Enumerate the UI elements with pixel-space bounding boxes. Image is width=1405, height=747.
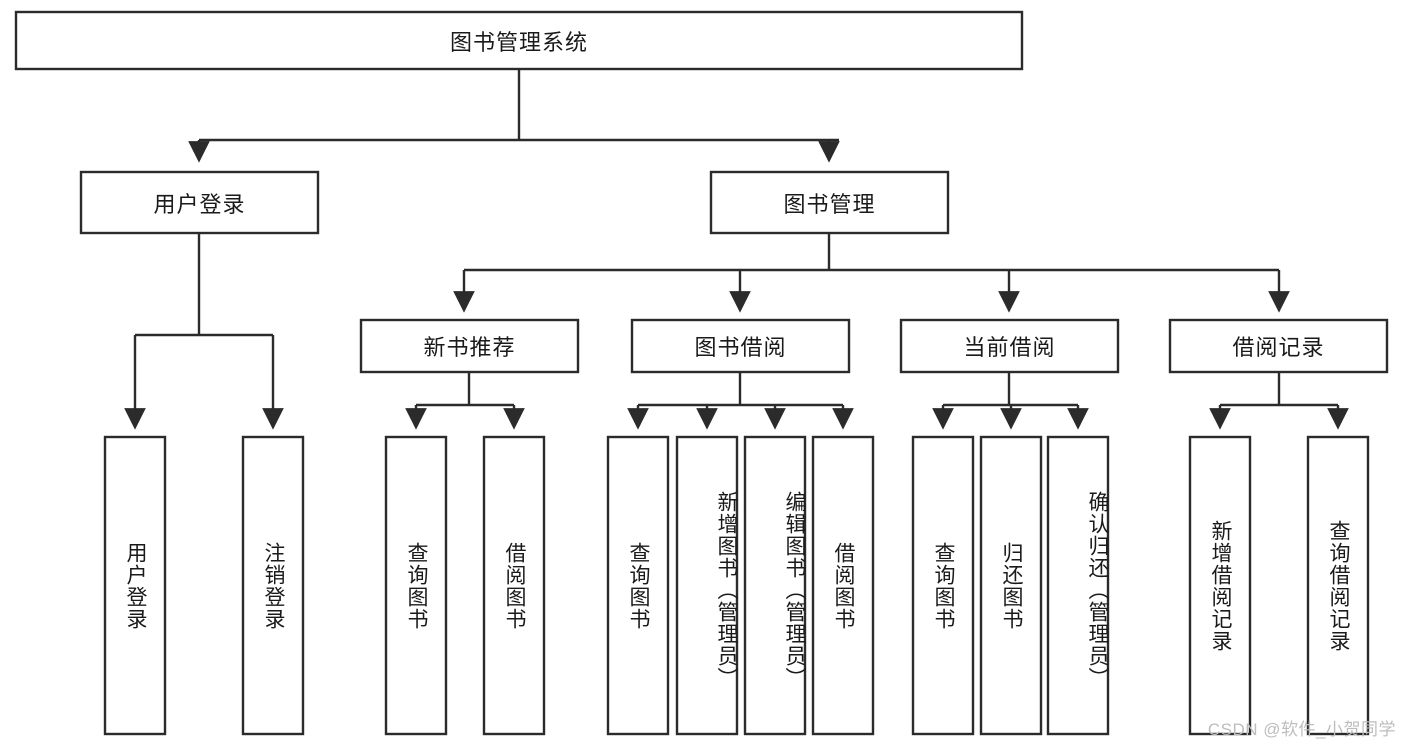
- node-user-login[interactable]: [79, 170, 320, 235]
- node-leaf-add-record[interactable]: [1188, 435, 1252, 736]
- node-new-book-recommend[interactable]: [359, 318, 580, 374]
- node-leaf-logout[interactable]: [241, 435, 305, 736]
- connector-root-to-level2: [188, 69, 840, 163]
- connector-borrowrecord-to-leaves: [1209, 372, 1349, 430]
- node-root[interactable]: [14, 10, 1024, 71]
- csdn-watermark: CSDN @软件_小贺同学: [1207, 720, 1396, 739]
- connector-newbook-to-leaves: [405, 372, 525, 430]
- node-leaf-query-record[interactable]: [1306, 435, 1370, 736]
- node-leaf-query-book-rec[interactable]: [384, 435, 448, 736]
- node-leaf-user-login[interactable]: [103, 435, 167, 736]
- node-leaf-add-book[interactable]: [675, 435, 739, 736]
- node-leaf-return-book[interactable]: [979, 435, 1043, 736]
- node-leaf-borrow-book-rec[interactable]: [482, 435, 546, 736]
- node-leaf-query-book-cur[interactable]: [911, 435, 975, 736]
- node-leaf-edit-book[interactable]: [743, 435, 807, 736]
- node-book-borrow[interactable]: [630, 318, 851, 374]
- node-leaf-borrow-book[interactable]: [811, 435, 875, 736]
- connector-currentborrow-to-leaves: [932, 372, 1089, 430]
- node-book-manage[interactable]: [709, 170, 950, 235]
- node-leaf-query-book-borrow[interactable]: [606, 435, 670, 736]
- node-leaf-confirm-return[interactable]: [1046, 435, 1110, 736]
- connector-bookmanage-to-level3: [453, 233, 1290, 313]
- connector-bookborrow-to-leaves: [627, 372, 854, 430]
- node-borrow-record[interactable]: [1168, 318, 1389, 374]
- node-current-borrow[interactable]: [899, 318, 1120, 374]
- connector-userlogin-to-leaves: [124, 233, 284, 430]
